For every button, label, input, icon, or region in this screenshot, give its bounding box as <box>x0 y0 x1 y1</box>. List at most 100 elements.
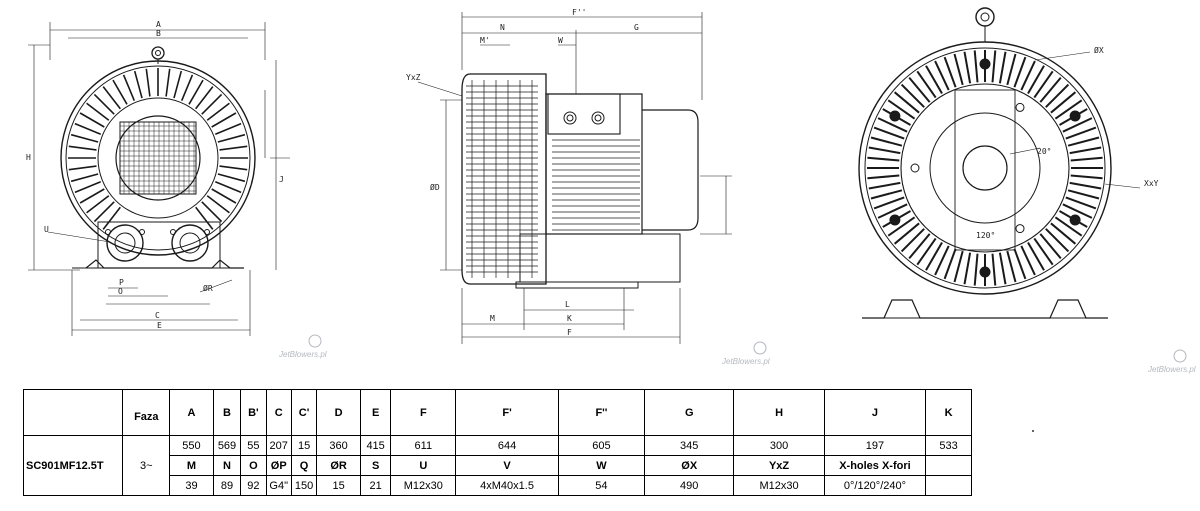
table-cell <box>925 475 972 496</box>
model-cell: SC901MF12.5T <box>22 435 124 496</box>
dim-label-YxZ: YxZ <box>406 73 421 82</box>
table-cell: G4" <box>265 475 292 496</box>
dim-label-A: A <box>156 20 161 29</box>
table-cell: 197 <box>823 435 927 456</box>
table-cell: 550 <box>169 435 214 456</box>
table-cell: 490 <box>644 475 735 496</box>
table-cell: M12x30 <box>390 475 457 496</box>
table-cell: Q <box>290 455 318 476</box>
dim-label-XxY: XxY <box>1144 179 1159 188</box>
dim-label-G: G <box>634 23 639 32</box>
table-cell: 21 <box>359 475 392 496</box>
dim-label-B: B <box>156 29 161 38</box>
table-header-cell: J <box>823 389 927 436</box>
table-header-cell: K <box>925 389 972 436</box>
back-view-labels: ØX XxY 20° 120° <box>976 45 1159 240</box>
table-cell: ØR <box>316 455 361 476</box>
table-cell: 54 <box>557 475 646 496</box>
table-cell <box>925 455 972 476</box>
dim-label-P: P <box>119 278 124 287</box>
table-cell: 4xM40x1.5 <box>455 475 559 496</box>
table-cell: ØX <box>644 455 735 476</box>
table-cell: 92 <box>240 475 267 496</box>
table-cell: 533 <box>925 435 972 456</box>
table-cell: 55 <box>240 435 267 456</box>
dim-label-O: O <box>118 287 123 296</box>
watermark-logo: JetBlowers.pl <box>278 334 327 359</box>
outlet-port-icon <box>171 224 209 262</box>
table-cell: U <box>390 455 457 476</box>
back-view-drawing <box>858 7 1141 319</box>
table-cell: M <box>169 455 214 476</box>
table-header-cell: D <box>316 389 361 436</box>
cable-gland-icon <box>591 111 605 125</box>
angle-label-120: 120° <box>976 231 995 240</box>
specification-table: Faza A B B' C C' D E F F' F'' G H J K SC… <box>22 389 972 496</box>
table-cell: 15 <box>290 435 318 456</box>
table-cell: S <box>359 455 392 476</box>
dim-label-U: U <box>44 225 49 234</box>
table-header-cell: G <box>644 389 735 436</box>
stray-dot <box>1032 430 1034 432</box>
dim-label-J: J <box>279 175 284 184</box>
dim-label-F2: F'' <box>572 8 586 17</box>
table-cell: 300 <box>733 435 825 456</box>
back-cooling-fins <box>867 50 1103 286</box>
table-cell: 569 <box>212 435 242 456</box>
table-header-cell: H <box>733 389 825 436</box>
svg-text:JetBlowers.pl: JetBlowers.pl <box>721 357 770 366</box>
table-header-cell: F <box>390 389 457 436</box>
table-cell: 0°/120°/240° <box>823 475 927 496</box>
dim-label-K: K <box>567 314 572 323</box>
table-cell: 150 <box>290 475 318 496</box>
table-cell: V <box>455 455 559 476</box>
table-header-cell <box>22 389 124 436</box>
front-cooling-fins <box>68 68 248 230</box>
dim-label-E: E <box>157 321 162 330</box>
dim-label-M2: M' <box>480 36 490 45</box>
table-cell: 15 <box>316 475 361 496</box>
table-cell: W <box>557 455 646 476</box>
dim-label-N: N <box>500 23 505 32</box>
table-cell: 644 <box>455 435 559 456</box>
technical-drawings: A B H J E C P O U ØR <box>26 7 1196 374</box>
front-view-drawing <box>28 22 290 336</box>
dim-label-H: H <box>26 153 31 162</box>
front-view-labels: A B H J E C P O U ØR <box>26 20 284 330</box>
table-cell: 207 <box>265 435 292 456</box>
table-header-cell: C' <box>290 389 318 436</box>
svg-text:JetBlowers.pl: JetBlowers.pl <box>1147 365 1196 374</box>
table-cell: YxZ <box>733 455 825 476</box>
angle-label-20: 20° <box>1037 147 1051 156</box>
table-cell: 415 <box>359 435 392 456</box>
table-cell: X-holes X-fori <box>823 455 927 476</box>
table-cell: 611 <box>390 435 457 456</box>
dim-label-D: ØD <box>430 182 440 192</box>
dim-label-F: F <box>567 328 572 337</box>
inlet-port-icon <box>106 224 144 262</box>
table-header-cell: Faza <box>122 389 171 436</box>
eye-bolt-icon <box>975 7 995 27</box>
table-header-cell: E <box>359 389 392 436</box>
watermark-logo: JetBlowers.pl <box>721 341 770 366</box>
table-header-cell: F' <box>455 389 559 436</box>
dim-label-M: M <box>490 314 495 323</box>
table-header-cell: B' <box>240 389 267 436</box>
table-cell: 39 <box>169 475 214 496</box>
side-view-drawing <box>417 12 732 344</box>
svg-text:JetBlowers.pl: JetBlowers.pl <box>278 350 327 359</box>
table-header-cell: F'' <box>557 389 646 436</box>
table-header-cell: B <box>212 389 242 436</box>
table-cell: N <box>212 455 242 476</box>
phase-cell: 3~ <box>122 435 171 496</box>
table-header-cell: C <box>265 389 292 436</box>
table-row: SC901MF12.5T 3~ 550 569 55 207 15 360 41… <box>22 435 972 496</box>
dim-label-C: C <box>155 311 160 320</box>
table-cell: 89 <box>212 475 242 496</box>
eye-bolt-icon <box>151 46 165 60</box>
dim-label-W: W <box>558 36 563 45</box>
dim-label-L: L <box>565 300 570 309</box>
table-row: 39 89 92 G4" 150 15 21 M12x30 4xM40x1.5 … <box>24 475 972 496</box>
dim-label-R: ØR <box>203 283 213 293</box>
table-cell: ØP <box>265 455 292 476</box>
